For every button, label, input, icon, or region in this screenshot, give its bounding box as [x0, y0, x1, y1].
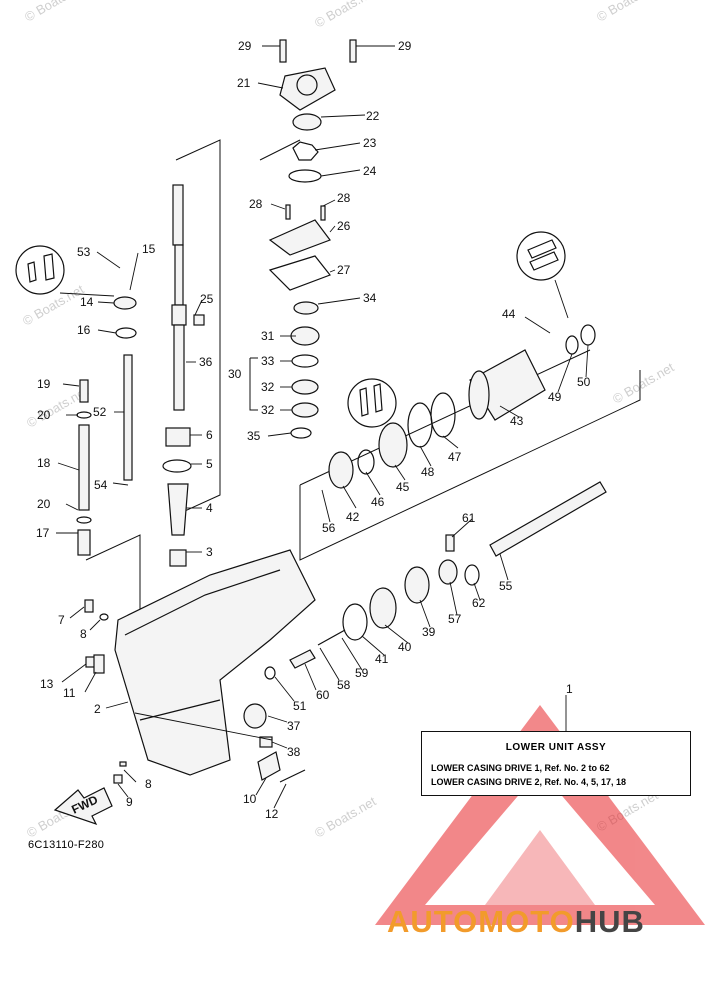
callout: 9 [126, 795, 133, 809]
callout: 61 [462, 511, 476, 525]
callout: 29 [238, 39, 252, 53]
watermark: © Boats.net [312, 0, 379, 31]
watermark: © Boats.net [610, 359, 677, 406]
callout: 8 [145, 777, 152, 791]
exploded-frames [85, 139, 641, 625]
callout: 22 [366, 109, 380, 123]
callout: 25 [200, 292, 214, 306]
callout: 50 [577, 375, 591, 389]
callout: 32 [261, 403, 275, 417]
callout: 42 [346, 510, 360, 524]
callout: 51 [293, 699, 307, 713]
propeller-shaft-group [289, 324, 607, 669]
drive-shaft [171, 184, 187, 411]
callout: 13 [40, 677, 54, 691]
lower-casing [114, 549, 316, 776]
callout: 26 [337, 219, 351, 233]
callout: 16 [77, 323, 91, 337]
callout: 20 [37, 497, 51, 511]
callout: 54 [94, 478, 108, 492]
fwd-arrow: FWD [53, 787, 113, 826]
detail-icon-right [516, 231, 566, 281]
callout: 49 [548, 390, 562, 404]
callout: 40 [398, 640, 412, 654]
callout: 30 [228, 367, 242, 381]
callout: 58 [337, 678, 351, 692]
callout: 8 [80, 627, 87, 641]
automotohub-logo: AUTOMOTOHUB [387, 904, 645, 940]
callout: 17 [36, 526, 50, 540]
logo-part-1: AUTOMOTO [387, 904, 575, 939]
callout: 19 [37, 377, 51, 391]
callout: 5 [206, 457, 213, 471]
assembly-title: LOWER UNIT ASSY [505, 742, 607, 753]
callout: 28 [249, 197, 263, 211]
assembly-info-box: LOWER UNIT ASSY LOWER CASING DRIVE 1, Re… [421, 731, 691, 796]
callout: 2 [94, 702, 101, 716]
watermark: © Boats.net [22, 0, 89, 25]
callout: 10 [243, 792, 257, 806]
callout: 56 [322, 521, 336, 535]
callout: 28 [337, 191, 351, 205]
callout: 62 [472, 596, 486, 610]
callout: 53 [77, 245, 91, 259]
callout: 60 [316, 688, 330, 702]
callout: 24 [363, 164, 377, 178]
callout: 6 [206, 428, 213, 442]
callout: 11 [63, 686, 76, 700]
callout: 33 [261, 354, 275, 368]
small-parts [84, 314, 306, 784]
watermark: © Boats.net [594, 0, 661, 25]
callout: 12 [265, 807, 279, 821]
callout: 27 [337, 263, 351, 277]
callout: 14 [80, 295, 94, 309]
callout: 34 [363, 291, 377, 305]
watermarks: © Boats.net © Boats.net © Boats.net © Bo… [20, 0, 677, 841]
left-parts [76, 296, 192, 567]
callout: 15 [142, 242, 156, 256]
callout: 52 [93, 405, 107, 419]
callout: 21 [237, 76, 251, 90]
callout: 36 [199, 355, 213, 369]
callout: 44 [502, 307, 516, 321]
callout: 20 [37, 408, 51, 422]
callout: 59 [355, 666, 369, 680]
callout: 39 [422, 625, 436, 639]
callout: 29 [398, 39, 412, 53]
callout: 32 [261, 380, 275, 394]
logo-part-2: HUB [574, 904, 645, 939]
callouts: 1 2 3 4 5 6 7 8 8 9 10 11 12 13 14 15 16… [36, 39, 591, 821]
callout: 48 [421, 465, 435, 479]
watermark: © Boats.net [312, 793, 379, 840]
assembly-line-1: LOWER CASING DRIVE 1, Ref. No. 2 to 62 [431, 763, 610, 773]
callout: 47 [448, 450, 462, 464]
leader-lines [56, 45, 589, 809]
callout: 55 [499, 579, 513, 593]
callout: 31 [261, 329, 275, 343]
callout: 41 [375, 652, 389, 666]
callout: 46 [371, 495, 385, 509]
callout: 7 [58, 613, 65, 627]
callout: 57 [448, 612, 462, 626]
callout: 38 [287, 745, 301, 759]
callout: 18 [37, 456, 51, 470]
callout: 4 [206, 501, 213, 515]
callout: 1 [566, 682, 573, 696]
callout: 23 [363, 136, 377, 150]
detail-icon-middle [347, 378, 397, 428]
water-pump-parts [268, 39, 357, 439]
watermark: © Boats.net [20, 281, 87, 328]
callout: 3 [206, 545, 213, 559]
callout: 37 [287, 719, 301, 733]
assembly-line-2: LOWER CASING DRIVE 2, Ref. No. 4, 5, 17,… [431, 777, 627, 787]
callout: 43 [510, 414, 524, 428]
callout: 35 [247, 429, 261, 443]
diagram-code: 6C13110-F280 [28, 839, 105, 851]
detail-icon-left [15, 245, 65, 295]
callout: 45 [396, 480, 410, 494]
